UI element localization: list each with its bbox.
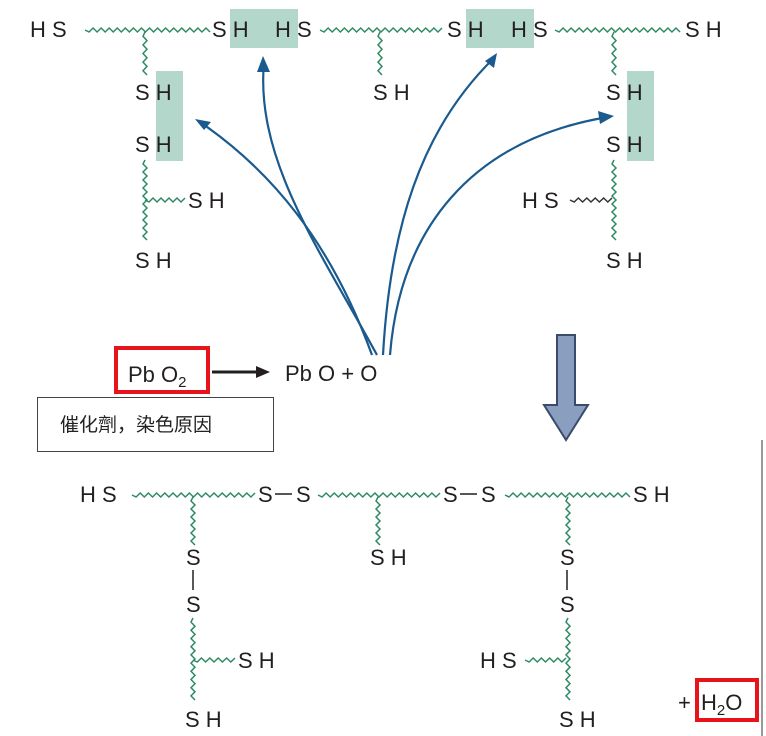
- wavy-chain: [189, 496, 197, 546]
- water-highlight-box: [695, 678, 759, 722]
- wavy-chain: [189, 617, 197, 701]
- thiol-label: S H: [633, 482, 670, 507]
- wavy-chain: [524, 656, 567, 664]
- arrowhead-icon: [598, 111, 614, 124]
- thiol-label: S H: [188, 188, 225, 213]
- wavy-chain: [131, 491, 256, 499]
- wavy-chain: [144, 196, 186, 204]
- highlight-left-branch: [156, 71, 183, 161]
- wavy-chain: [554, 26, 681, 34]
- thiol-label: S H: [447, 17, 484, 42]
- thiol-label: S H: [606, 248, 643, 273]
- wavy-chain: [317, 491, 441, 499]
- highlight-right-branch: [627, 71, 654, 161]
- thiol-label: S H: [135, 248, 172, 273]
- wavy-chain: [141, 159, 149, 241]
- wavy-chain: [192, 656, 236, 664]
- curved-arrow: [262, 61, 378, 356]
- reaction-arrowhead-icon: [256, 366, 270, 378]
- thiol-label: S H: [135, 80, 172, 105]
- sulfur-label: S: [481, 482, 496, 507]
- thiol-label: H S: [30, 17, 67, 42]
- catalyst-caption: 催化劑，染色原因: [37, 397, 274, 452]
- thiol-label: H S: [480, 648, 517, 673]
- sulfur-label: S: [443, 482, 458, 507]
- thiol-label: S H: [685, 17, 722, 42]
- curved-arrow: [388, 115, 609, 356]
- wavy-chain: [610, 31, 618, 76]
- wavy-chain: [376, 31, 384, 76]
- sulfur-label: S: [186, 592, 201, 617]
- thiol-label: S H: [559, 707, 596, 732]
- wavy-chain: [504, 491, 631, 499]
- products-label: Pb O + O: [285, 361, 377, 386]
- wavy-chain: [610, 159, 618, 241]
- thiol-label: S H: [185, 707, 222, 732]
- sulfur-label: S: [296, 482, 311, 507]
- thiol-label: S H: [238, 648, 275, 673]
- wavy-chain: [84, 26, 211, 34]
- sulfur-label: S: [258, 482, 273, 507]
- wavy-chain: [374, 496, 382, 546]
- oxidation-arrows: [199, 57, 609, 356]
- thiol-label: H S: [275, 17, 312, 42]
- wavy-chain: [319, 26, 443, 34]
- wavy-chain: [141, 31, 149, 76]
- thiol-label: S H: [135, 132, 172, 157]
- thiol-label: S H: [370, 545, 407, 570]
- thiol-label: S H: [606, 80, 643, 105]
- plus-sign: +: [678, 690, 691, 715]
- pbo2-highlight-box: [114, 346, 210, 394]
- thiol-label: S H: [606, 132, 643, 157]
- wavy-chain: [569, 196, 613, 204]
- thiol-label: H S: [80, 482, 117, 507]
- wavy-chain: [564, 496, 572, 546]
- down-arrow-icon: [542, 334, 590, 442]
- sulfur-label: S: [560, 545, 575, 570]
- arrowhead-icon: [485, 53, 497, 68]
- thiol-label: S H: [373, 80, 410, 105]
- reactant-label: Pb O2: [128, 362, 186, 391]
- curved-arrow: [381, 57, 495, 356]
- thiol-label: H S: [522, 188, 559, 213]
- arrowheads: [195, 53, 614, 130]
- arrowhead-icon: [257, 56, 270, 72]
- sulfur-label: S: [186, 545, 201, 570]
- thiol-label: S H: [212, 17, 249, 42]
- protein-chains: [84, 26, 681, 701]
- highlight-top-left: [230, 9, 298, 48]
- water-label: H2O: [701, 690, 742, 719]
- highlight-top-right: [466, 9, 534, 48]
- thiol-label: H S: [511, 17, 548, 42]
- sulfur-label: S: [560, 592, 575, 617]
- arrowhead-icon: [195, 119, 211, 130]
- curved-arrow: [199, 121, 374, 356]
- wavy-chain: [564, 617, 572, 701]
